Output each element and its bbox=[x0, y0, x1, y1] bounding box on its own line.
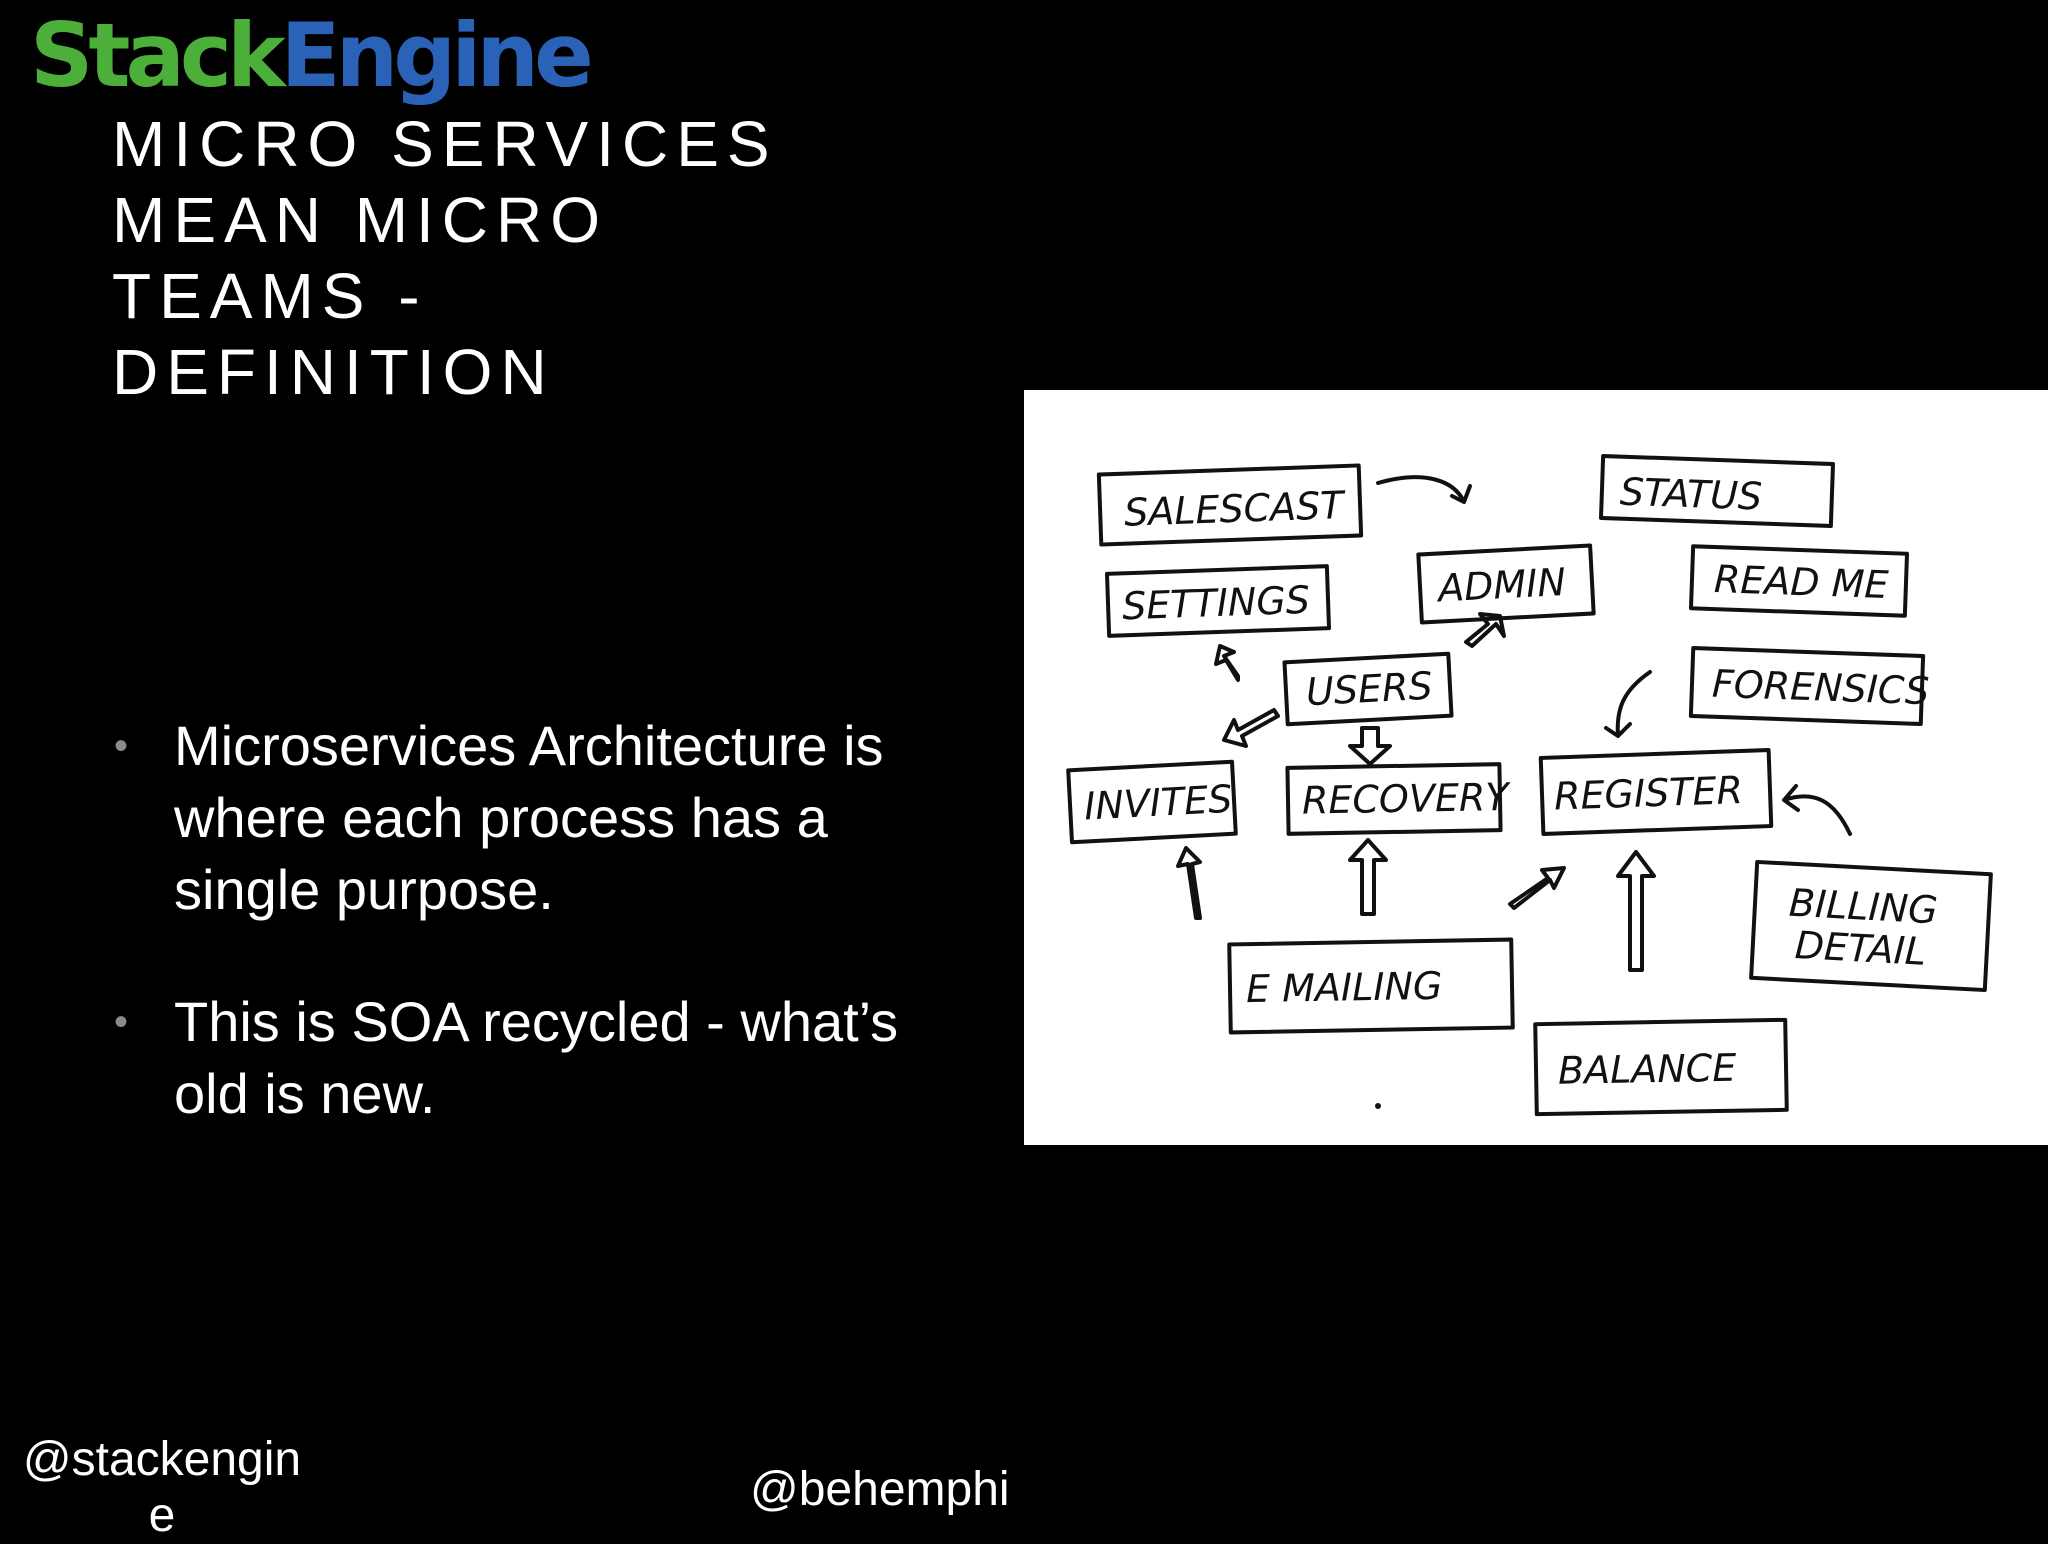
arrow-emailing-invites bbox=[1176, 846, 1202, 920]
footer-stackengine-handle: @stackengine bbox=[22, 1433, 302, 1542]
label-status: STATUS bbox=[1619, 470, 1763, 519]
bullet-text: This is SOA recycled - what’s old is new… bbox=[174, 990, 899, 1125]
arrow-users-admin bbox=[1464, 612, 1506, 648]
billing-detail-box bbox=[1749, 859, 1993, 993]
balance-box bbox=[1533, 1017, 1789, 1117]
recovery-box bbox=[1285, 762, 1503, 836]
label-recovery: RECOVERY bbox=[1302, 775, 1512, 823]
arrow-forensics-register bbox=[1604, 670, 1652, 738]
title-line-2: MEAN MICRO bbox=[112, 184, 608, 256]
bullet-marker: • bbox=[114, 1000, 129, 1044]
bullet-list: • Microservices Architecture is where ea… bbox=[112, 710, 912, 1190]
label-balance: BALANCE bbox=[1558, 1046, 1737, 1093]
label-register: REGISTER bbox=[1553, 768, 1743, 819]
invites-box bbox=[1066, 759, 1238, 845]
arrow-billing-register bbox=[1782, 784, 1852, 836]
arrow-balance-register bbox=[1616, 850, 1656, 972]
label-readme: READ ME bbox=[1713, 557, 1889, 607]
forensics-box bbox=[1688, 646, 1926, 726]
stackengine-logo: StackEngine bbox=[30, 4, 594, 107]
title-line-3: TEAMS - bbox=[112, 260, 428, 332]
bullet-item: • This is SOA recycled - what’s old is n… bbox=[112, 986, 912, 1130]
settings-box bbox=[1104, 564, 1332, 638]
title-line-4: DEFINITION bbox=[112, 336, 555, 408]
arrow-users-recovery bbox=[1348, 726, 1392, 766]
label-emailing: E MAILING bbox=[1246, 964, 1443, 1011]
arrow-salescast-admin bbox=[1376, 475, 1472, 504]
stray-dot bbox=[1375, 1103, 1381, 1109]
register-box bbox=[1538, 748, 1774, 836]
arrow-emailing-recovery bbox=[1348, 838, 1388, 916]
bullet-marker: • bbox=[114, 724, 129, 768]
label-settings: SETTINGS bbox=[1121, 578, 1310, 629]
arrow-users-settings bbox=[1214, 644, 1240, 682]
label-invites: INVITES bbox=[1083, 777, 1233, 829]
logo-engine-text: Engine bbox=[280, 4, 594, 107]
status-box bbox=[1598, 454, 1836, 528]
microservices-diagram: SALESCAST STATUS SETTINGS ADMIN READ ME … bbox=[1024, 390, 2048, 1145]
label-users: USERS bbox=[1305, 664, 1434, 715]
title-line-1: MICRO SERVICES bbox=[112, 108, 778, 180]
readme-box bbox=[1688, 544, 1910, 618]
label-forensics: FORENSICS bbox=[1711, 662, 1930, 714]
label-salescast: SALESCAST bbox=[1123, 483, 1346, 535]
arrow-users-invites bbox=[1222, 708, 1280, 748]
bullet-item: • Microservices Architecture is where ea… bbox=[112, 710, 912, 926]
label-detail: DETAIL bbox=[1794, 923, 1927, 974]
arrow-emailing-register bbox=[1508, 866, 1566, 910]
label-billing: BILLING bbox=[1788, 881, 1939, 933]
logo-stack-text: Stack bbox=[30, 4, 286, 107]
admin-box bbox=[1416, 543, 1596, 625]
bullet-text: Microservices Architecture is where each… bbox=[174, 714, 884, 921]
salescast-box bbox=[1096, 463, 1364, 547]
footer-behemphi-handle: @behemphi bbox=[750, 1463, 1010, 1516]
slide-title: MICRO SERVICES MEAN MICRO TEAMS - DEFINI… bbox=[112, 106, 872, 410]
users-box bbox=[1282, 651, 1454, 727]
emailing-box bbox=[1227, 937, 1515, 1035]
diagram-svg: SALESCAST STATUS SETTINGS ADMIN READ ME … bbox=[1066, 454, 1993, 1117]
label-admin: ADMIN bbox=[1434, 560, 1567, 611]
